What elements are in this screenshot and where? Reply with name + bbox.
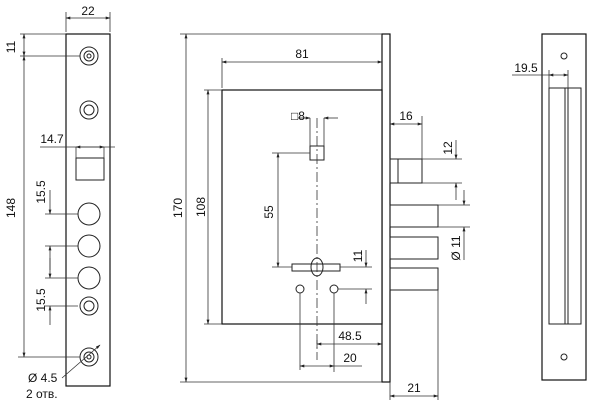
key-slot	[291, 263, 341, 272]
faceplate-screw-upper	[79, 100, 99, 120]
latch-depth-label: 16	[399, 109, 413, 123]
faceplate-height-label: 148	[4, 198, 18, 218]
backset-label: 48.5	[338, 329, 362, 343]
bolt-throw-label: 21	[407, 381, 421, 395]
hole-diameter-label: Ø 4.5	[28, 371, 58, 385]
latch-offset-label: 14.7	[40, 132, 64, 146]
faceplate-height-170-label: 170	[171, 198, 185, 218]
pitch-lower-label: 15.5	[34, 288, 48, 312]
faceplate-outline	[65, 33, 111, 387]
side-bottom-hole	[560, 353, 568, 361]
pitch-upper-label: 15.5	[34, 180, 48, 204]
deadbolt-1	[389, 204, 439, 228]
lock-body-view: □8 55 11 81 170 108 16	[171, 33, 470, 400]
hole-count-label: 2 отв.	[26, 387, 58, 401]
body-width-label: 81	[295, 47, 309, 61]
latch-opening	[75, 157, 105, 181]
faceplate-side-view: 19.5	[512, 33, 587, 381]
deadbolt-2	[389, 236, 439, 260]
lock-faceplate-strip	[381, 33, 391, 383]
faceplate-front-view: 22 11 148 14.7 15.5 15.5 Ø 4.5 2 отв.	[4, 4, 115, 401]
spindle-square-label: □8	[291, 109, 305, 123]
bolt-diameter-label: Ø 11	[449, 235, 463, 260]
key-hole-pitch-label: 11	[351, 249, 365, 262]
latch-bolt	[389, 158, 423, 184]
side-top-hole	[560, 52, 568, 60]
latch-height-label: 12	[441, 141, 455, 155]
hole-offset-label: 11	[4, 40, 18, 53]
fixing-hole-spacing-label: 20	[343, 351, 357, 365]
side-offset-label: 19.5	[514, 61, 538, 75]
faceplate-width-label: 22	[81, 4, 95, 18]
key-hole	[310, 257, 324, 277]
body-height-label: 108	[194, 197, 208, 217]
deadbolt-3	[389, 267, 439, 291]
spindle-to-key-label: 55	[262, 205, 276, 219]
faceplate-screw-lower	[79, 296, 99, 316]
